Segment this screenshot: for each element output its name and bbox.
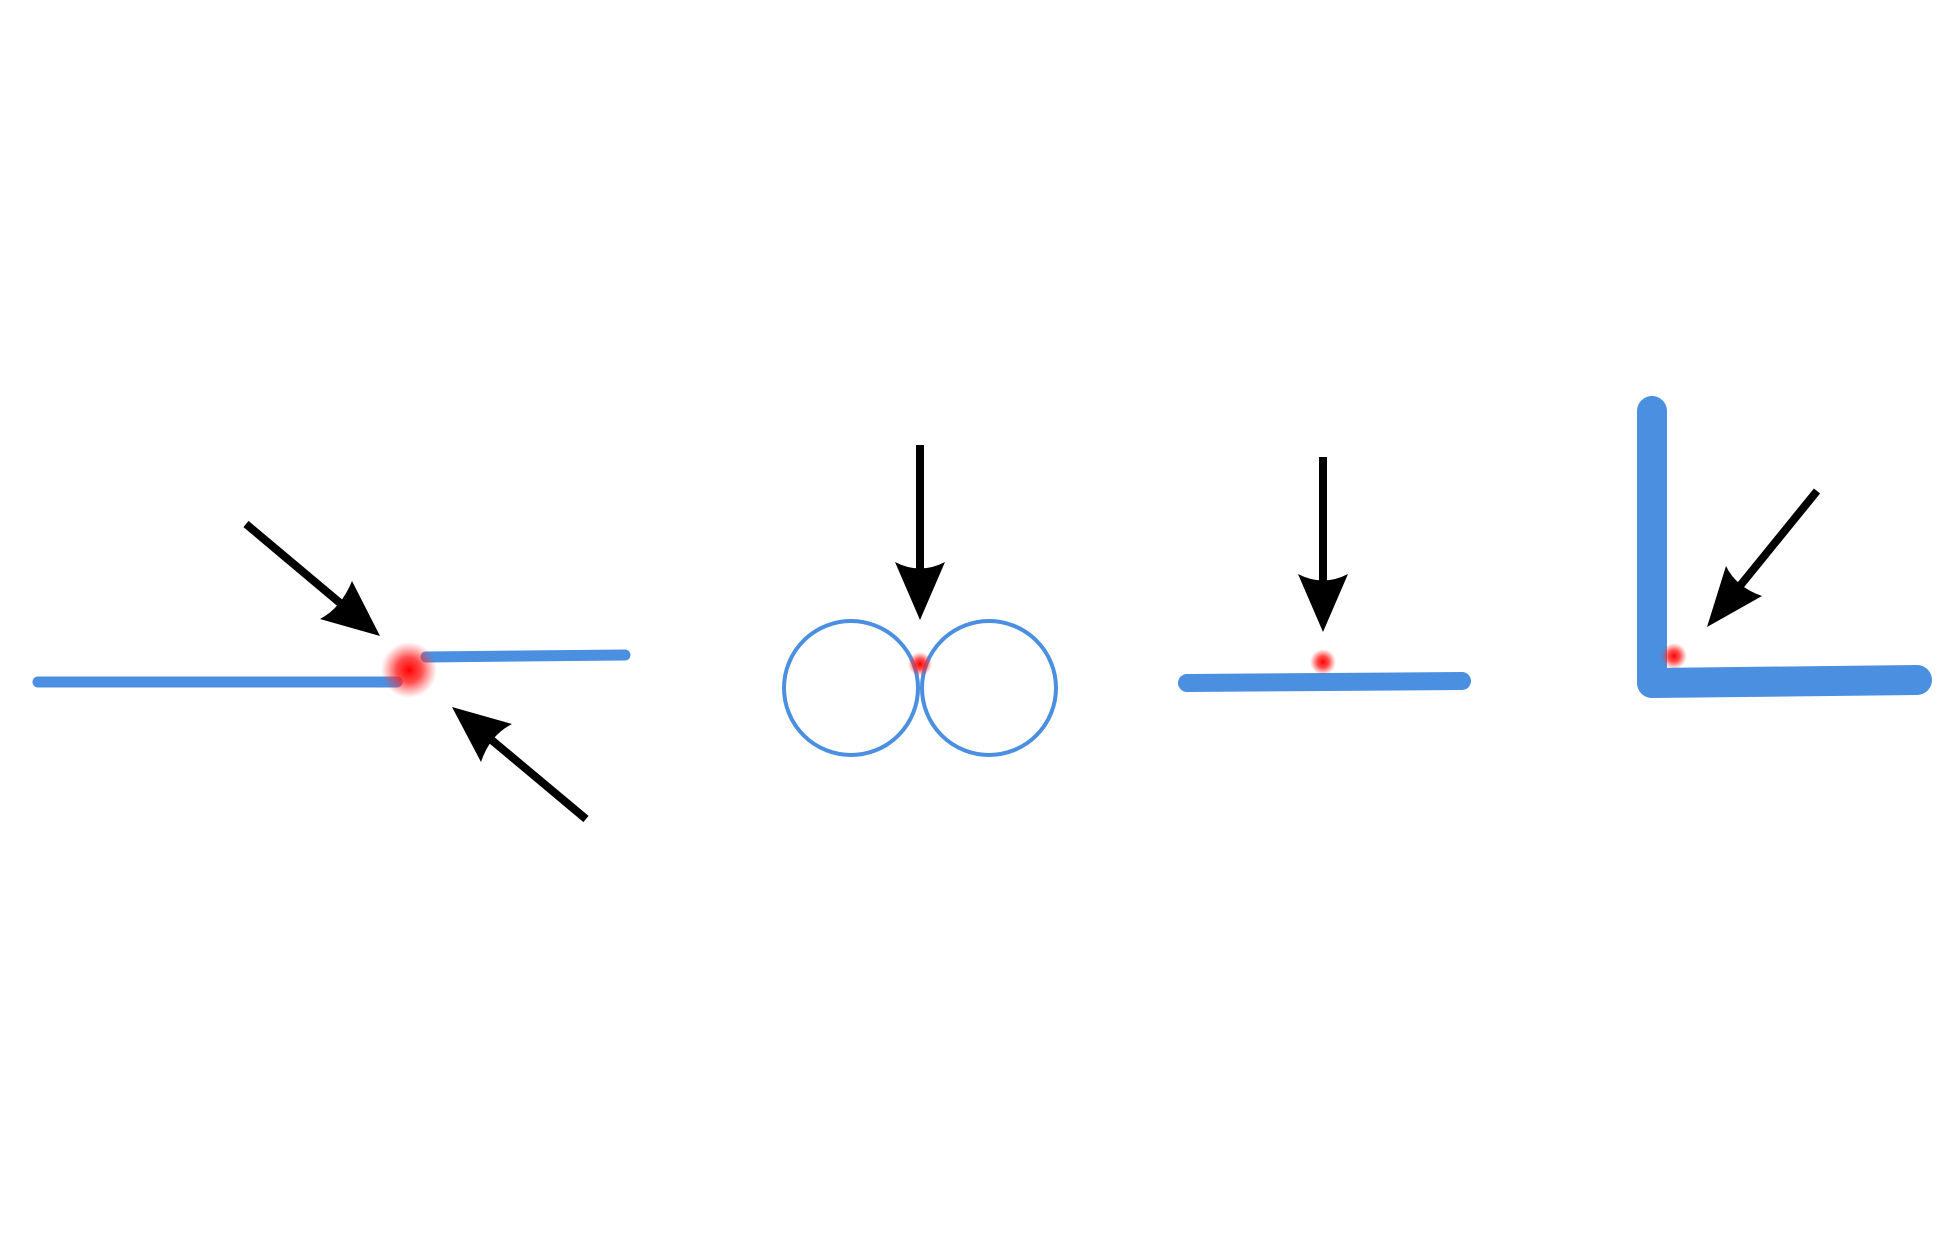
point-highlight [1310, 649, 1336, 675]
panel-inner-corner [1637, 396, 1932, 698]
right-circle [920, 619, 1058, 757]
panel-point-above-line [1178, 457, 1471, 692]
arrow-down-line [1298, 457, 1348, 632]
arrow-down-circles [895, 445, 945, 620]
horizontal-line [1178, 672, 1471, 692]
left-circle [782, 619, 920, 757]
gap-highlight [381, 642, 437, 698]
l-shape [1637, 396, 1932, 698]
corner-highlight [1661, 643, 1687, 669]
panel-offset-line-ends [32, 520, 631, 823]
arrow-diagonal-corner [1707, 488, 1821, 627]
tangent-highlight [908, 652, 932, 676]
right-segment [420, 649, 631, 663]
panel-touching-circles [782, 445, 1058, 757]
arrow-lower-right [452, 707, 589, 823]
arrow-upper-left [243, 520, 380, 636]
